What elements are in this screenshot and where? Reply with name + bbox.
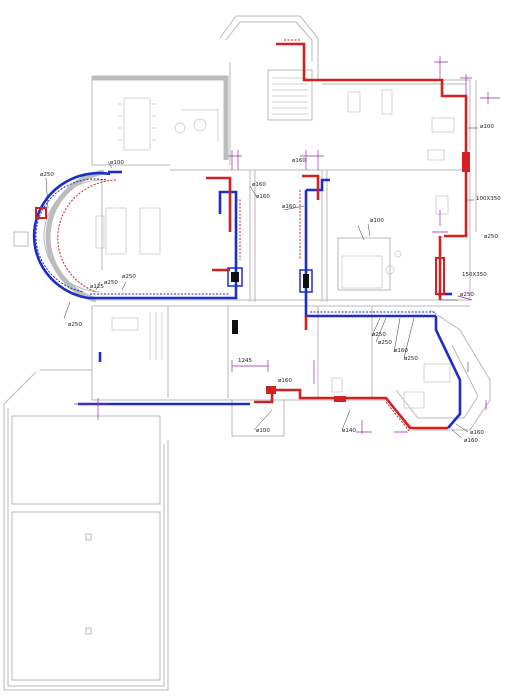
label-d100-right-top: ø100 [480, 124, 494, 130]
supply-duct-network [35, 39, 470, 433]
supply-top-duct [276, 42, 468, 238]
label-d100-center: ø100 [370, 218, 384, 224]
label-dim-1245: 1245 [238, 358, 252, 364]
label-d100-top-left: ø100 [110, 160, 124, 166]
label-d160-center-c: ø160 [282, 204, 296, 210]
return-riser-left [218, 190, 238, 300]
label-d160-br-a: ø160 [470, 430, 484, 436]
label-d250-mid-a: ø250 [104, 280, 118, 286]
supply-bottom-duct [254, 388, 448, 430]
building-walls [3, 15, 491, 691]
label-d250-left-arc: ø250 [40, 172, 54, 178]
label-d160-center-a: ø160 [252, 182, 266, 188]
supply-riser-left [206, 176, 232, 232]
label-d250-right-b: ø250 [460, 292, 474, 298]
label-d160-center-top: ø160 [292, 158, 306, 164]
label-d125: ø125 [90, 284, 104, 290]
supply-arc-duct [57, 179, 117, 293]
label-d250-left-low: ø250 [68, 322, 82, 328]
label-d160-corr: ø160 [394, 348, 408, 354]
leader-lines [45, 127, 478, 439]
label-d250-mid-b: ø250 [122, 274, 136, 280]
label-d160-bottom: ø160 [278, 378, 292, 384]
label-d250-corr-b: ø250 [378, 340, 392, 346]
label-d160-br-b: ø160 [464, 438, 478, 444]
label-d250-corr-c: ø250 [404, 356, 418, 362]
label-rect-100x350: 100X350 [476, 196, 501, 202]
label-d250-right-a: ø250 [484, 234, 498, 240]
label-d100-bottom: ø100 [256, 428, 270, 434]
label-d250-corr-a: ø250 [372, 332, 386, 338]
axis-markers [74, 56, 500, 434]
label-d140-bottom: ø140 [342, 428, 356, 434]
return-arc-duct [32, 171, 111, 300]
label-rect-150x350: 150X350 [462, 272, 487, 278]
return-branch-bottom-right [434, 316, 462, 429]
duct-labels: ø100 ø250 ø250 ø125 ø250 ø250 ø160 ø160 … [40, 124, 501, 444]
return-riser-right [304, 190, 436, 318]
supply-riser-right [302, 174, 320, 200]
label-d160-center-b: ø160 [256, 194, 270, 200]
